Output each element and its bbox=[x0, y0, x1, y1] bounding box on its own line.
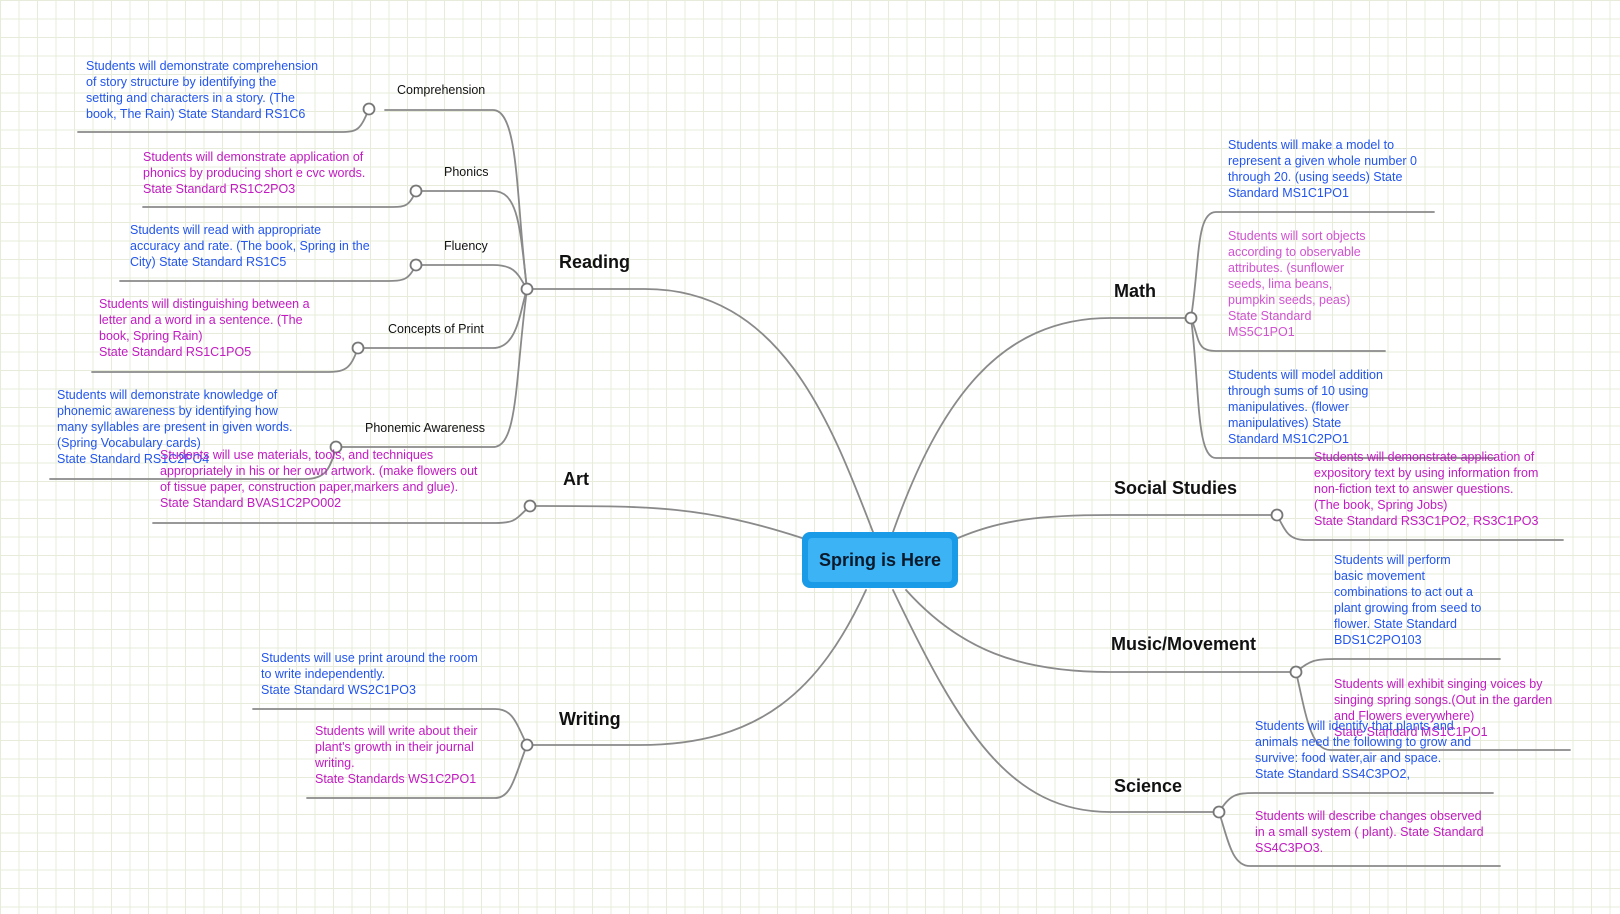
connector-phonics bbox=[415, 190, 528, 290]
connector-science-note2 bbox=[1218, 811, 1501, 867]
topic-comprehension[interactable]: Comprehension bbox=[397, 83, 486, 97]
branch-art[interactable]: Art bbox=[563, 469, 589, 489]
connector-music-note1 bbox=[1295, 658, 1501, 673]
connector-fluency bbox=[415, 264, 528, 290]
note-phonics[interactable]: Students will demonstrate application of… bbox=[143, 150, 366, 196]
central-topic-title: Spring is Here bbox=[808, 538, 952, 582]
connector-music bbox=[905, 589, 1297, 673]
connector-math-note3 bbox=[1190, 317, 1496, 459]
topic-phonemic-awareness[interactable]: Phonemic Awareness bbox=[365, 421, 485, 435]
note-social-studies[interactable]: Students will demonstrate application of… bbox=[1314, 450, 1539, 528]
note-phonemic-awareness[interactable]: Students will demonstrate knowledge of p… bbox=[57, 388, 293, 466]
note-music-movement[interactable]: Students will perform basic movement com… bbox=[1334, 553, 1482, 647]
note-math-sort[interactable]: Students will sort objects according to … bbox=[1228, 229, 1366, 339]
note-comprehension[interactable]: Students will demonstrate comprehension … bbox=[86, 59, 319, 121]
connector-concepts bbox=[357, 288, 528, 349]
note-math-model[interactable]: Students will make a model to represent … bbox=[1228, 138, 1418, 200]
connector-writing bbox=[526, 589, 867, 746]
note-science-changes[interactable]: Students will describe changes observed … bbox=[1255, 809, 1484, 855]
connector-knobs bbox=[329, 102, 1303, 819]
connector-reading bbox=[526, 288, 874, 533]
connector-writing-note2 bbox=[306, 744, 528, 799]
note-writing-journal[interactable]: Students will write about their plant's … bbox=[315, 724, 478, 786]
note-music-singing[interactable]: Students will exhibit singing voices by … bbox=[1334, 677, 1553, 739]
underline-comprehension bbox=[77, 108, 370, 133]
connector-social bbox=[957, 514, 1278, 539]
central-topic[interactable]: Spring is Here bbox=[802, 532, 958, 588]
branch-science[interactable]: Science bbox=[1114, 776, 1183, 796]
branch-math[interactable]: Math bbox=[1114, 281, 1156, 301]
note-science-needs[interactable]: Students will identify that plants and a… bbox=[1255, 719, 1472, 781]
connector-writing-note1 bbox=[252, 708, 528, 746]
connector-art bbox=[529, 505, 803, 539]
connector-science bbox=[892, 589, 1220, 813]
connector-comprehension bbox=[384, 109, 528, 290]
connector-math-note1 bbox=[1190, 211, 1435, 319]
branch-reading[interactable]: Reading bbox=[559, 252, 631, 272]
note-math-addition[interactable]: Students will model addition through sum… bbox=[1228, 368, 1383, 446]
branch-writing[interactable]: Writing bbox=[559, 709, 621, 729]
note-concepts-of-print[interactable]: Students will distinguishing between a l… bbox=[99, 297, 310, 359]
topic-phonics[interactable]: Phonics bbox=[444, 165, 489, 179]
note-fluency[interactable]: Students will read with appropriate accu… bbox=[130, 223, 370, 269]
branch-music-movement[interactable]: Music/Movement bbox=[1111, 634, 1257, 654]
topic-concepts-of-print[interactable]: Concepts of Print bbox=[388, 322, 484, 336]
connector-math bbox=[892, 317, 1192, 533]
branch-social-studies[interactable]: Social Studies bbox=[1114, 478, 1238, 498]
connector-music-note2 bbox=[1295, 671, 1571, 751]
note-writing-print[interactable]: Students will use print around the room … bbox=[261, 651, 478, 697]
underline-concepts bbox=[91, 347, 359, 373]
note-art[interactable]: Students will use materials, tools, and … bbox=[160, 448, 478, 510]
topic-fluency[interactable]: Fluency bbox=[444, 239, 488, 253]
underline-phonemic bbox=[49, 446, 337, 480]
connector-math-note2 bbox=[1190, 317, 1386, 352]
connector-phonemic bbox=[335, 288, 528, 448]
